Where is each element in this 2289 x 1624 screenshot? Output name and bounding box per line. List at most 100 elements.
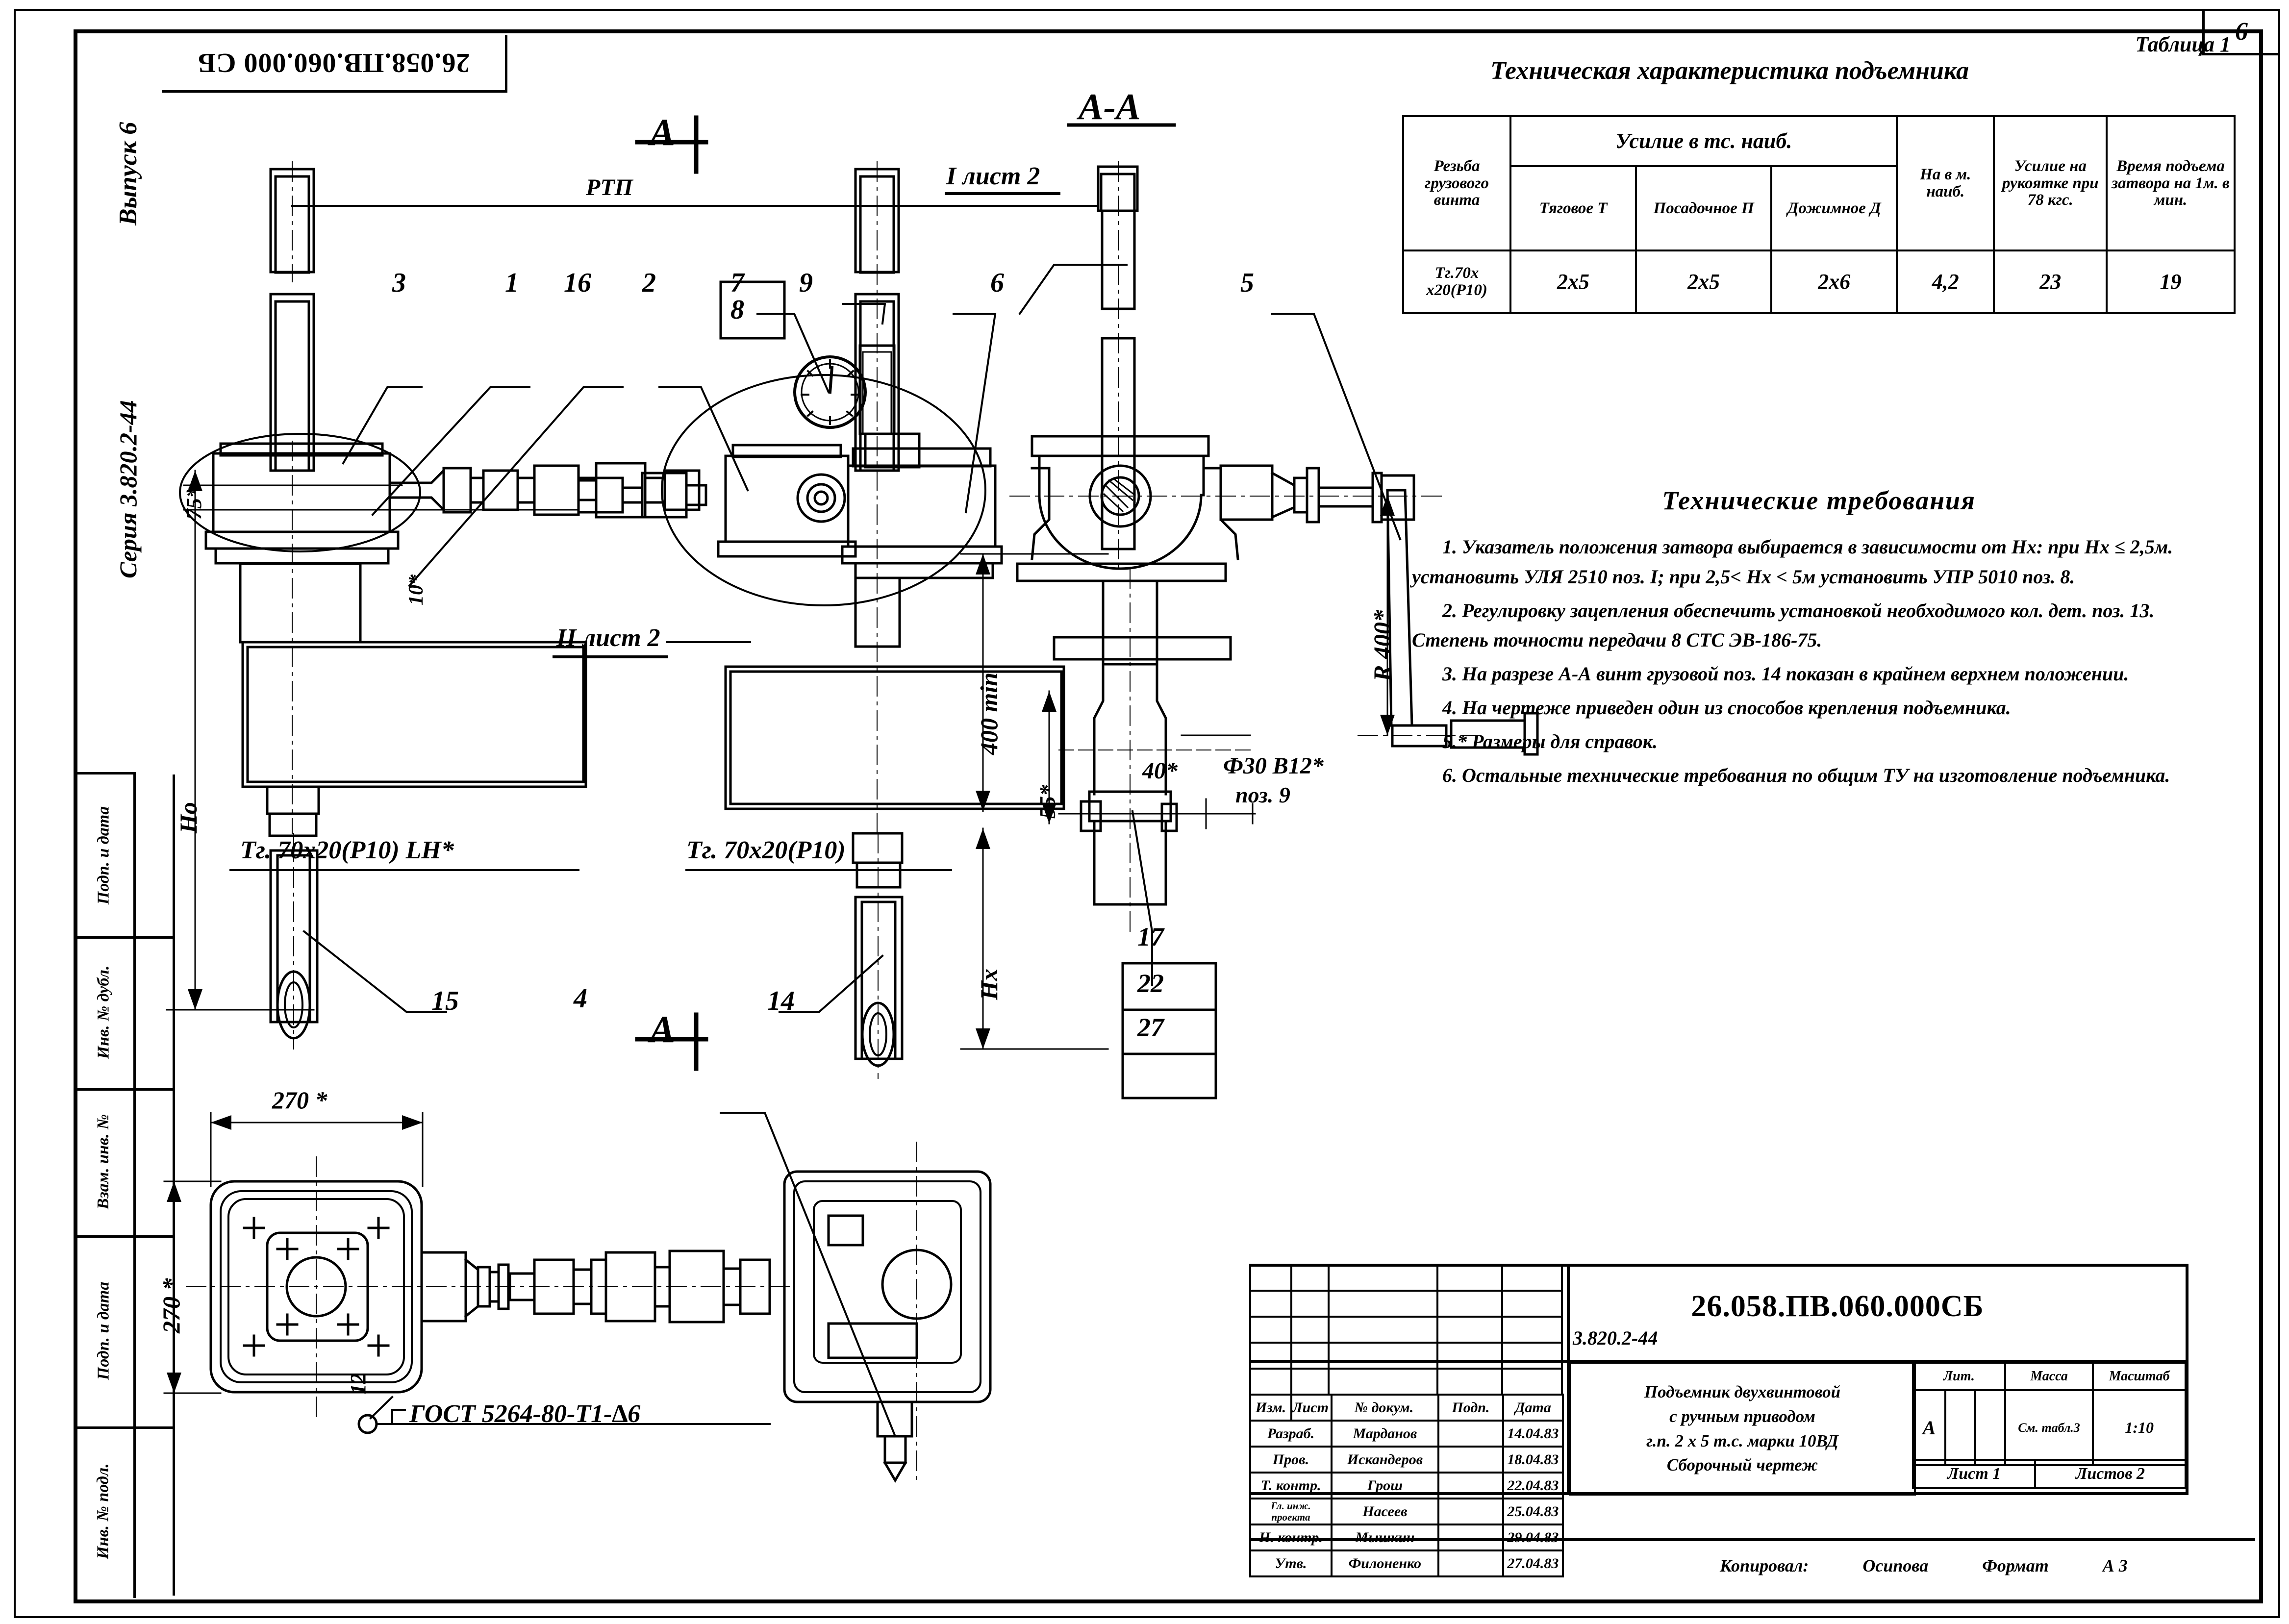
- tech-req-item-3: 3. На разрезе А-А винт грузовой поз. 14 …: [1442, 663, 2129, 685]
- signature-grid: Изм. Лист № докум. Подп. Дата Разраб. Ма…: [1249, 1394, 1564, 1577]
- item-number-14: 14: [767, 986, 795, 1016]
- th-list: Лист: [1290, 1394, 1333, 1422]
- dimension-55: 55*: [1035, 785, 1060, 819]
- stamp-rule-vert: [1567, 1264, 1570, 1494]
- name-utv: Филоненко: [1330, 1549, 1439, 1577]
- dimension-hx: Нх: [975, 969, 1003, 1000]
- technical-requirements-heading: Технические требования: [1662, 486, 1976, 515]
- left-margin-issue: Выпуск 6: [114, 122, 142, 225]
- item-number-9: 9: [799, 268, 813, 298]
- item-number-22: 22: [1137, 969, 1164, 998]
- th-date: Дата: [1502, 1394, 1564, 1422]
- date-prov: 18.04.83: [1502, 1446, 1564, 1474]
- stamp-rule-right: [2186, 1264, 2188, 1495]
- gost-side-strip: Подп. и дата Инв. № дубл. Взам. инв. № П…: [74, 772, 175, 1598]
- weld-note: ГОСТ 5264-80-Т1-∆6: [409, 1400, 641, 1428]
- revision-grid: [1249, 1264, 1563, 1396]
- dimension-ho: Но: [175, 802, 202, 833]
- role-glinzh: Гл. инж. проекта: [1249, 1498, 1333, 1525]
- side-label-podp-data-2: Подп. и дата: [74, 1235, 133, 1429]
- product-name-line-2: с ручным приводом: [1669, 1406, 1815, 1426]
- sign-utv: [1437, 1549, 1504, 1577]
- tech-req-item-6: 6. Остальные технические требования по о…: [1442, 764, 2170, 786]
- table-title: Техническая характеристика подъемника: [1490, 57, 1969, 85]
- td-traction: 2х5: [1509, 250, 1637, 314]
- td-height: 4,2: [1896, 250, 1995, 314]
- th-sign: Подп.: [1437, 1394, 1504, 1422]
- th-scale: Масштаб: [2092, 1362, 2187, 1391]
- name-nkontr: Мышкин: [1330, 1524, 1439, 1551]
- lit-mass-scale-box: Лит. Масса Масштаб А См. табл.3 1:10: [1912, 1362, 2187, 1492]
- sheet-number-box: 6: [2202, 10, 2278, 55]
- th-seating: Посадочное П: [1635, 165, 1773, 251]
- section-mark-a-top: А: [650, 111, 676, 153]
- dimension-40: 40*: [1142, 758, 1178, 784]
- label-poz-9: поз. 9: [1235, 782, 1290, 807]
- tech-req-item-5: 5.* Размеры для справок.: [1442, 730, 1658, 752]
- th-force-group: Усилие в тс. наиб.: [1509, 115, 1898, 167]
- detail-callout-I: I лист 2: [946, 162, 1040, 190]
- lit-mass-scale-table: Лит. Масса Масштаб А См. табл.3 1:10: [1912, 1362, 2187, 1466]
- signature-row: Гл. инж. проекта Насеев 25.04.83: [1249, 1498, 1564, 1525]
- side-blank-3: [133, 1088, 175, 1238]
- th-lit: Лит.: [1912, 1362, 2006, 1391]
- drawing-code-box-top: 26.058.ПВ.060.000 СБ: [162, 35, 507, 93]
- side-label-vzam-inv: Взам. инв. №: [74, 1088, 133, 1238]
- item-number-15: 15: [431, 986, 459, 1016]
- format-value: А 3: [2102, 1556, 2128, 1575]
- th-traction: Тяговое Т: [1509, 165, 1637, 251]
- th-doc: № докум.: [1330, 1394, 1439, 1422]
- stamp-drawing-code: 26.058.ПВ.060.000СБ: [1691, 1290, 1984, 1323]
- th-pressing: Дожимное Д: [1770, 165, 1898, 251]
- td-thread: Тг.70х х20(Р10): [1402, 250, 1512, 314]
- section-mark-a-bottom: А: [650, 1008, 676, 1050]
- td-mass: См. табл.3: [2004, 1389, 2094, 1466]
- tech-req-item-2: 2. Регулировку зацепления обеспечить уст…: [1412, 599, 2155, 651]
- role-utv: Утв.: [1249, 1549, 1333, 1577]
- detail-callout-II: II лист 2: [556, 624, 660, 652]
- thread-spec-right: Тг. 70х20(Р10): [686, 836, 846, 864]
- stamp-series-code: 3.820.2-44: [1573, 1327, 1658, 1349]
- thread-spec-left: Тг. 70х20(Р10) LH*: [240, 836, 454, 864]
- sheet-count-table: Лист 1 Листов 2: [1912, 1459, 2187, 1489]
- sign-nkontr: [1437, 1524, 1504, 1551]
- th-height: На в м. наиб.: [1896, 115, 1995, 251]
- dimension-r400: R 400*: [1368, 610, 1396, 681]
- stamp-rule-mid: [1249, 1360, 2188, 1363]
- sheet-count-box: Лист 1 Листов 2: [1912, 1459, 2187, 1489]
- dimension-270-width: 270 *: [272, 1086, 327, 1114]
- td-handle: 23: [1993, 250, 2108, 314]
- th-izm: Изм.: [1249, 1394, 1292, 1422]
- signature-header-row: Изм. Лист № докум. Подп. Дата: [1249, 1394, 1564, 1422]
- item-number-17: 17: [1137, 922, 1164, 951]
- side-label-podp-data-1: Подп. и дата: [74, 775, 133, 939]
- td-pressing: 2х6: [1770, 250, 1898, 314]
- drawing-code-top: 26.058.ПВ.060.000 СБ: [197, 48, 470, 78]
- title-block: Изм. Лист № докум. Подп. Дата Разраб. Ма…: [1249, 1264, 2255, 1577]
- item-number-4: 4: [574, 983, 587, 1014]
- product-name-box: Подъемник двухвинтовой с ручным приводом…: [1569, 1362, 1916, 1496]
- side-blank-2: [133, 936, 175, 1091]
- role-nkontr: Н. контр.: [1249, 1524, 1333, 1551]
- date-glinzh: 25.04.83: [1502, 1498, 1564, 1525]
- signature-row: Н. контр. Мышкин 29.04.83: [1249, 1524, 1564, 1551]
- stamp-rule-footer: [1249, 1538, 2255, 1541]
- item-number-2: 2: [642, 268, 656, 298]
- signature-row: Разраб. Марданов 14.04.83: [1249, 1420, 1564, 1448]
- item-number-5: 5: [1240, 268, 1254, 298]
- technical-requirements-list: 1. Указатель положения затвора выбираетс…: [1412, 532, 2226, 790]
- stamp-rule-top: [1249, 1264, 2188, 1267]
- item-number-16: 16: [564, 268, 591, 298]
- product-name-line-3: г.п. 2 х 5 т.с. марки 10ВД: [1646, 1431, 1838, 1450]
- technical-spec-table: Резьба грузового винта Усилие в тс. наиб…: [1402, 115, 2236, 314]
- sign-prov: [1437, 1446, 1504, 1474]
- item-number-6: 6: [990, 268, 1004, 298]
- left-margin-series: Серия 3.820.2-44: [114, 400, 142, 578]
- dimension-rtp: РТП: [586, 175, 633, 200]
- sheet-inner-frame: [74, 29, 2263, 1603]
- product-name-line-1: Подъемник двухвинтовой: [1644, 1382, 1841, 1402]
- signature-row: Пров. Искандеров 18.04.83: [1249, 1446, 1564, 1474]
- date-razrab: 14.04.83: [1502, 1420, 1564, 1448]
- stamp-rule-lower: [1249, 1492, 2188, 1495]
